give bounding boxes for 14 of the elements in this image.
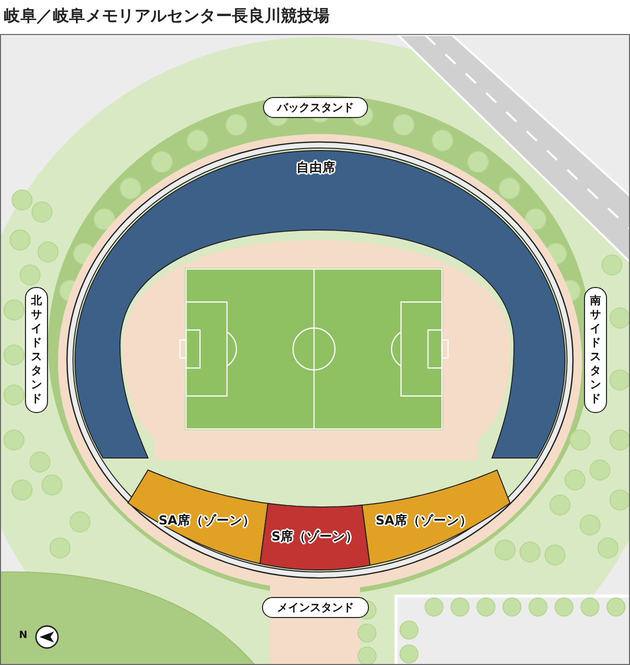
stand-label: メインスタンド bbox=[262, 597, 369, 618]
map-title: 岐阜／岐阜メモリアルセンター長良川競技場 bbox=[4, 6, 330, 27]
seating-section bbox=[260, 503, 370, 570]
seating-section bbox=[128, 470, 268, 564]
compass-label: N bbox=[19, 630, 28, 641]
stand-label: 南サイドスタンド bbox=[584, 287, 607, 413]
section-label: SA席（ゾーン） bbox=[376, 512, 472, 530]
section-label: S席（ゾーン） bbox=[272, 528, 358, 546]
section-label: 自由席 bbox=[296, 160, 336, 176]
seating-section bbox=[362, 470, 510, 566]
section-label: SA席（ゾーン） bbox=[158, 512, 256, 530]
seating-section bbox=[75, 150, 565, 459]
stand-label: バックスタンド bbox=[263, 97, 368, 118]
stand-label: 北サイドスタンド bbox=[25, 287, 48, 413]
